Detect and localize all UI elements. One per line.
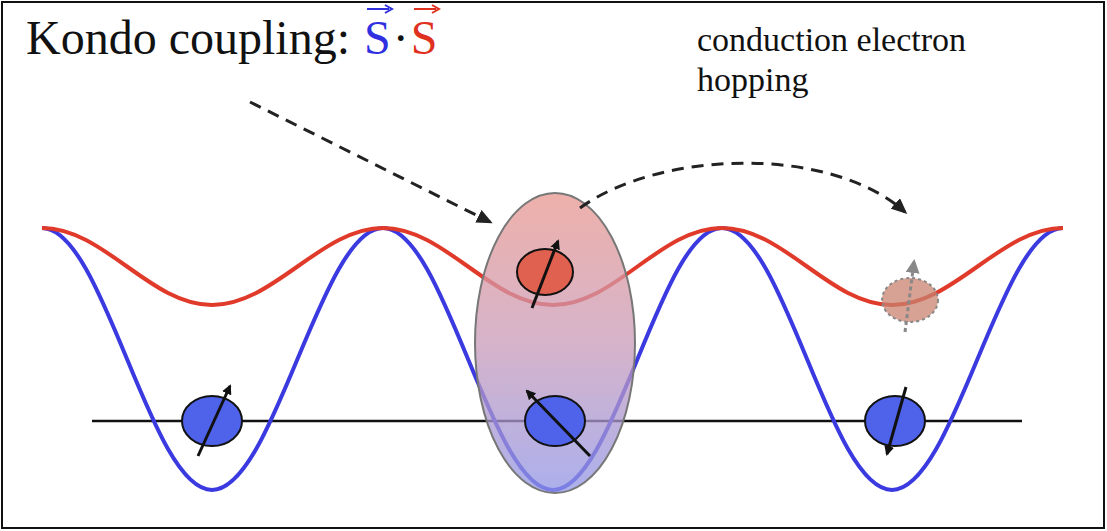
vector-arrow [364,4,395,14]
spin-arrow [198,386,230,456]
vector-arrow [411,4,442,14]
vector-arrow-head [385,5,392,13]
kondo-heading: Kondo coupling: S·S [26,4,437,62]
spin-arrow [527,391,590,456]
spin-symbol: S [364,4,391,62]
vector-arrow-shaft [414,8,436,10]
pointer-arrow [250,102,490,222]
spin-arrow [905,262,914,332]
spin-arrow [887,387,906,454]
hopped-atom [882,278,938,322]
hopping-arrow [580,163,905,212]
vector-arrow-head [432,5,439,13]
dot-operator: · [393,14,409,62]
localized-atom [182,396,242,446]
heading-text: Kondo coupling: [26,14,350,62]
vector-arrow-shaft [367,8,389,10]
annotation: conduction electron hopping [697,20,1027,100]
spin-symbol: S [411,4,438,62]
spin-arrow [532,241,558,308]
coupling-ellipse [475,193,635,493]
